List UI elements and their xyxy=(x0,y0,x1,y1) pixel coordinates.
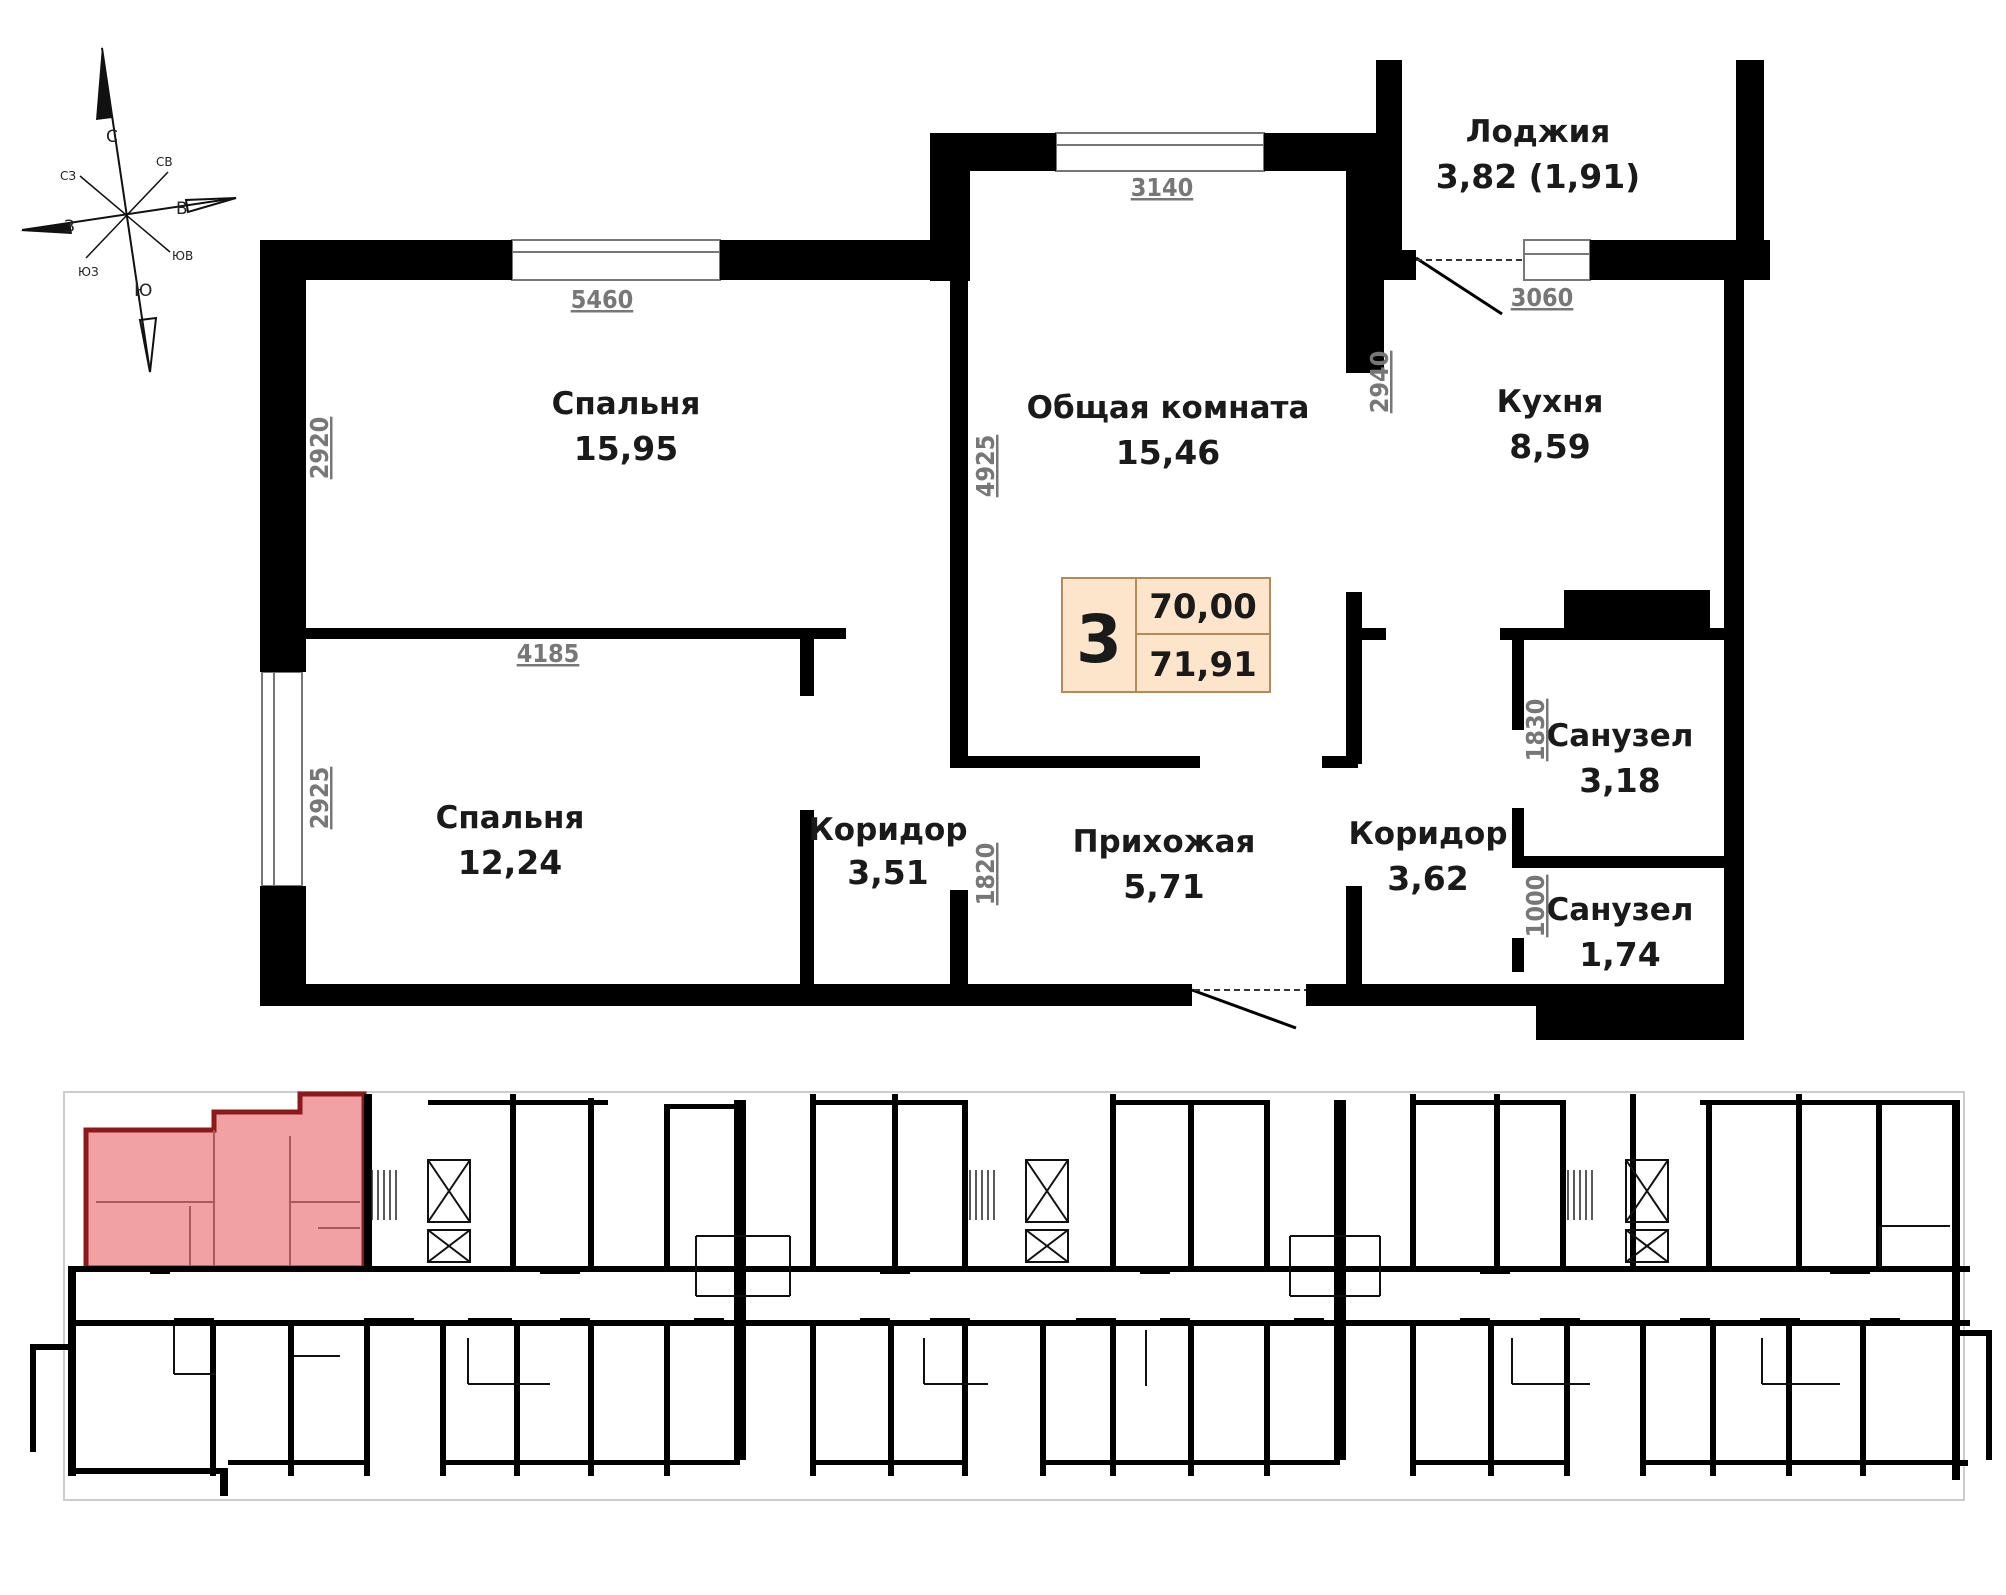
dim-bathroom-2: 1000 xyxy=(1521,875,1550,938)
key-plan-interior xyxy=(173,1225,1950,1386)
room-corridor-1-name: Коридор xyxy=(808,812,967,848)
room-hallway-area: 5,71 xyxy=(1123,867,1204,906)
compass-rose: С Ю В З СВ СЗ ЮВ ЮЗ xyxy=(20,46,237,373)
compass-sw-label: ЮЗ xyxy=(78,265,99,279)
room-bathroom-2-name: Санузел xyxy=(1546,892,1693,928)
room-bedroom-1-name: Спальня xyxy=(552,386,701,422)
area-badge: 3 70,00 71,91 xyxy=(1061,577,1271,693)
room-corridor-2-area: 3,62 xyxy=(1387,859,1468,898)
room-labels: Спальня 15,95 Спальня 12,24 Общая комнат… xyxy=(436,114,1694,974)
highlighted-apartment xyxy=(83,1091,367,1271)
dim-bedroom-1-width: 5460 xyxy=(571,285,634,314)
key-plan-walls xyxy=(30,1094,1992,1496)
badge-area-total: 70,00 xyxy=(1149,587,1257,627)
key-plan-stairs xyxy=(371,1170,1593,1220)
key-plan-core xyxy=(427,1159,1669,1263)
compass-s-label: Ю xyxy=(134,281,152,301)
door-swings xyxy=(1191,256,1503,1030)
room-bedroom-1-area: 15,95 xyxy=(574,429,678,468)
walls xyxy=(260,60,1770,1040)
dimension-labels: 5460 2920 4185 2925 3140 4925 2940 3060 … xyxy=(305,173,1573,937)
room-bedroom-2-name: Спальня xyxy=(436,800,585,836)
room-kitchen-name: Кухня xyxy=(1497,384,1604,420)
windows xyxy=(261,132,1591,887)
dim-living-depth: 4925 xyxy=(971,435,1000,498)
room-loggia-name: Лоджия xyxy=(1466,114,1611,150)
dim-bedroom-1-depth: 2920 xyxy=(305,417,334,480)
dim-bedroom-2-depth: 2925 xyxy=(305,767,334,830)
apartment-plan: Спальня 15,95 Спальня 12,24 Общая комнат… xyxy=(260,60,1770,1040)
compass-e-label: В xyxy=(176,199,188,219)
room-loggia-area: 3,82 (1,91) xyxy=(1436,157,1641,196)
room-bathroom-2-area: 1,74 xyxy=(1579,935,1660,974)
dim-bathroom-1: 1830 xyxy=(1521,699,1550,762)
room-corridor-2-name: Коридор xyxy=(1348,816,1507,852)
room-bathroom-1-name: Санузел xyxy=(1546,718,1693,754)
room-bedroom-2-area: 12,24 xyxy=(458,843,562,882)
room-bathroom-1-area: 3,18 xyxy=(1579,761,1660,800)
dim-bedroom-2-width: 4185 xyxy=(517,639,580,668)
room-living-name: Общая комната xyxy=(1027,390,1310,426)
dim-kitchen-depth: 2940 xyxy=(1365,351,1394,414)
compass-ne-label: СВ xyxy=(156,155,173,169)
compass-w-label: З xyxy=(64,217,75,237)
floor-key-plan xyxy=(30,1091,1992,1501)
room-kitchen-area: 8,59 xyxy=(1509,427,1590,466)
badge-room-count: 3 xyxy=(1076,601,1122,678)
room-corridor-1-area: 3,51 xyxy=(847,853,928,892)
room-hallway-name: Прихожая xyxy=(1073,824,1256,860)
badge-area-loggia: 71,91 xyxy=(1149,645,1257,685)
compass-se-label: ЮВ xyxy=(172,249,193,263)
door-thresholds xyxy=(1194,259,1524,991)
room-living-area: 15,46 xyxy=(1116,433,1220,472)
dim-corridor-1: 1820 xyxy=(971,843,1000,906)
compass-n-label: С xyxy=(106,127,118,147)
dim-living-width: 3140 xyxy=(1131,173,1194,202)
dim-kitchen-width: 3060 xyxy=(1511,283,1574,312)
compass-nw-label: СЗ xyxy=(60,169,76,183)
